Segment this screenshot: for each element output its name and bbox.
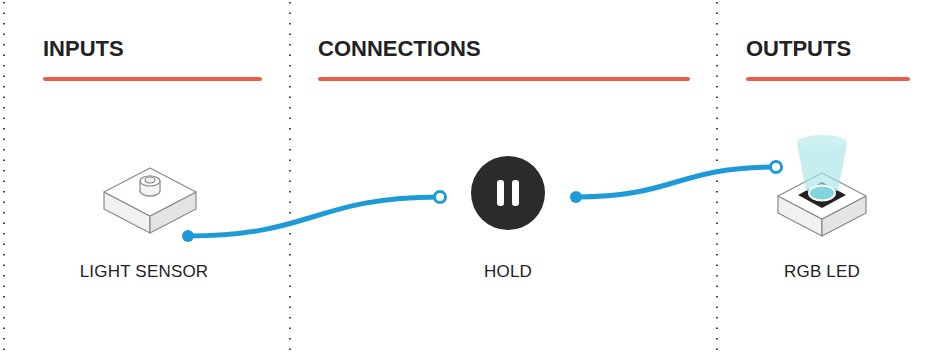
separator-line [716,2,718,354]
input-port [771,162,782,173]
column-heading: CONNECTIONS [318,36,481,62]
heading-underline [43,77,262,81]
connector-wire [188,197,440,236]
component-label: HOLD [484,262,532,282]
column-heading: INPUTS [43,36,124,62]
component-node: RGB LED [776,130,868,282]
component-label: RGB LED [784,262,860,282]
light-sensor-illustration [104,168,196,233]
hold-symbol [471,156,545,230]
heading-underline [746,77,910,81]
separator-line [289,2,291,354]
connector-group [182,192,446,243]
input-port [435,192,446,203]
separator-line [3,2,5,354]
output-port [570,191,582,203]
connector-wire [576,167,776,197]
output-port [182,230,194,242]
heading-underlines [43,77,910,81]
heading-underline [318,77,690,81]
column-heading: OUTPUTS [746,36,851,62]
column-separators [4,2,717,354]
component-node: LIGHT SENSOR [100,140,188,282]
component-node: HOLD [440,150,576,282]
connector-group [570,162,782,204]
component-label: LIGHT SENSOR [80,262,209,282]
rgb-led-illustration [778,135,866,236]
